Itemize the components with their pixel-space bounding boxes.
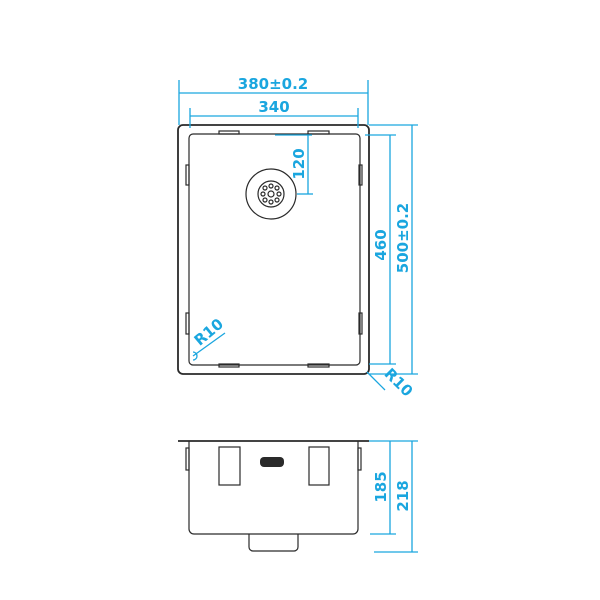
clip-window-left (218, 446, 241, 486)
dimension-inner-width: 340 (189, 98, 359, 128)
outer-radius-label: R10 (381, 365, 417, 401)
overall-length-label: 500±0.2 (394, 203, 412, 273)
dimension-inner-length: 460 (365, 134, 396, 365)
side-clip-left (185, 447, 190, 471)
total-depth-label: 218 (394, 480, 412, 511)
sink-bowl (188, 133, 361, 366)
mounting-clips (185, 130, 363, 368)
bowl-profile (188, 441, 359, 535)
side-view: 185 218 (178, 440, 418, 553)
clip-window-right (308, 446, 330, 486)
bowl-depth-label: 185 (372, 471, 390, 502)
drain-icon (245, 168, 297, 220)
side-clip-right (357, 447, 362, 471)
overall-width-label: 380±0.2 (238, 75, 308, 93)
overflow-slot-icon (260, 457, 284, 467)
dimension-overall-width: 380±0.2 (178, 75, 369, 125)
inner-width-label: 340 (258, 98, 289, 116)
sink-outer-rim (177, 124, 370, 375)
dimension-bowl-depth: 185 (369, 440, 418, 535)
dimension-outer-radius: R10 (366, 365, 417, 401)
top-view: 380±0.2 340 120 460 500±0.2 (177, 75, 418, 401)
drain-outlet (248, 534, 299, 552)
dimension-drain-offset: 120 (275, 134, 313, 195)
dimension-overall-length: 500±0.2 (369, 124, 418, 375)
inner-length-label: 460 (372, 229, 390, 260)
drain-offset-label: 120 (290, 148, 308, 179)
dimension-inner-radius: R10 (191, 315, 227, 361)
dimension-total-depth: 218 (374, 441, 418, 553)
